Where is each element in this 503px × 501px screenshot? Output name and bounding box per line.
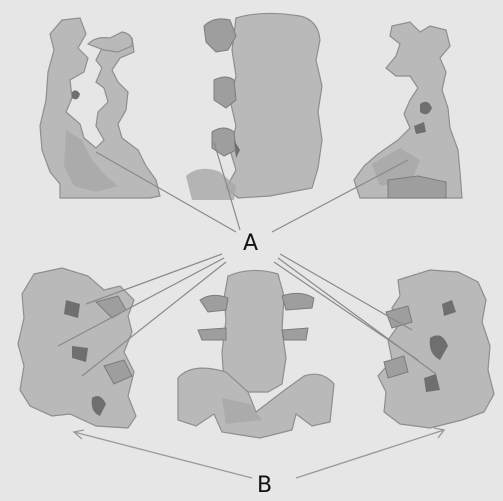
label-b: B	[257, 475, 272, 497]
top-center-anterior-spine-model	[186, 13, 322, 200]
bottom-center-posterior-spine-model	[178, 270, 334, 438]
label-a: A	[243, 233, 258, 255]
top-right-lateral-spine-model	[354, 22, 462, 198]
top-left-lateral-spine-model	[40, 18, 160, 198]
bottom-right-lateral-spine-model	[378, 270, 494, 428]
